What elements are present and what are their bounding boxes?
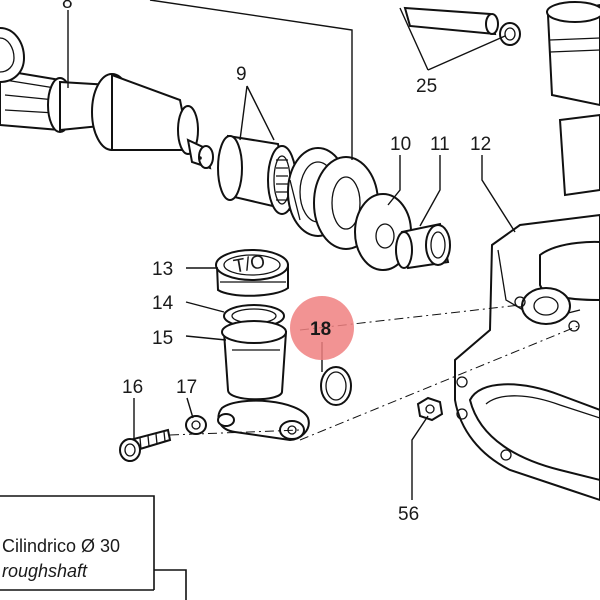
washer-part-17 [185,415,207,435]
label-part-56: 56 [398,504,419,525]
highlight-marker [290,296,354,360]
bearing-part-9 [217,134,297,215]
label-part-16: 16 [122,377,143,398]
oring-part-18 [320,366,352,406]
shaft-part-8 [0,68,214,170]
label-part-14: 14 [152,293,174,314]
ring-fragment [0,27,26,83]
piston-part [546,1,600,107]
pin-part-25 [403,6,521,46]
housing-part-12 [454,113,600,502]
label-part-13: 13 [152,259,173,280]
label-part-15: 15 [152,328,173,349]
cap-part-13: T/O [215,249,289,297]
bushing-part-11 [395,222,451,270]
label-part-25: 25 [416,76,437,97]
label-part-18: 18 [310,319,331,340]
label-part-9: 9 [236,64,247,85]
label-part-10: 10 [390,134,411,155]
label-part-8: 8 [62,0,73,13]
nut-part-56 [416,396,444,422]
caption-line-1: Cilindrico Ø 30 [2,536,120,556]
caption-box: Cilindrico Ø 30 roughshaft [0,495,187,600]
label-part-11: 11 [430,134,450,155]
leader-lines [67,0,516,500]
screw-part-16 [119,428,172,462]
caption-line-2: roughshaft [2,561,88,581]
label-part-17: 17 [176,377,197,398]
label-part-12: 12 [470,134,491,155]
